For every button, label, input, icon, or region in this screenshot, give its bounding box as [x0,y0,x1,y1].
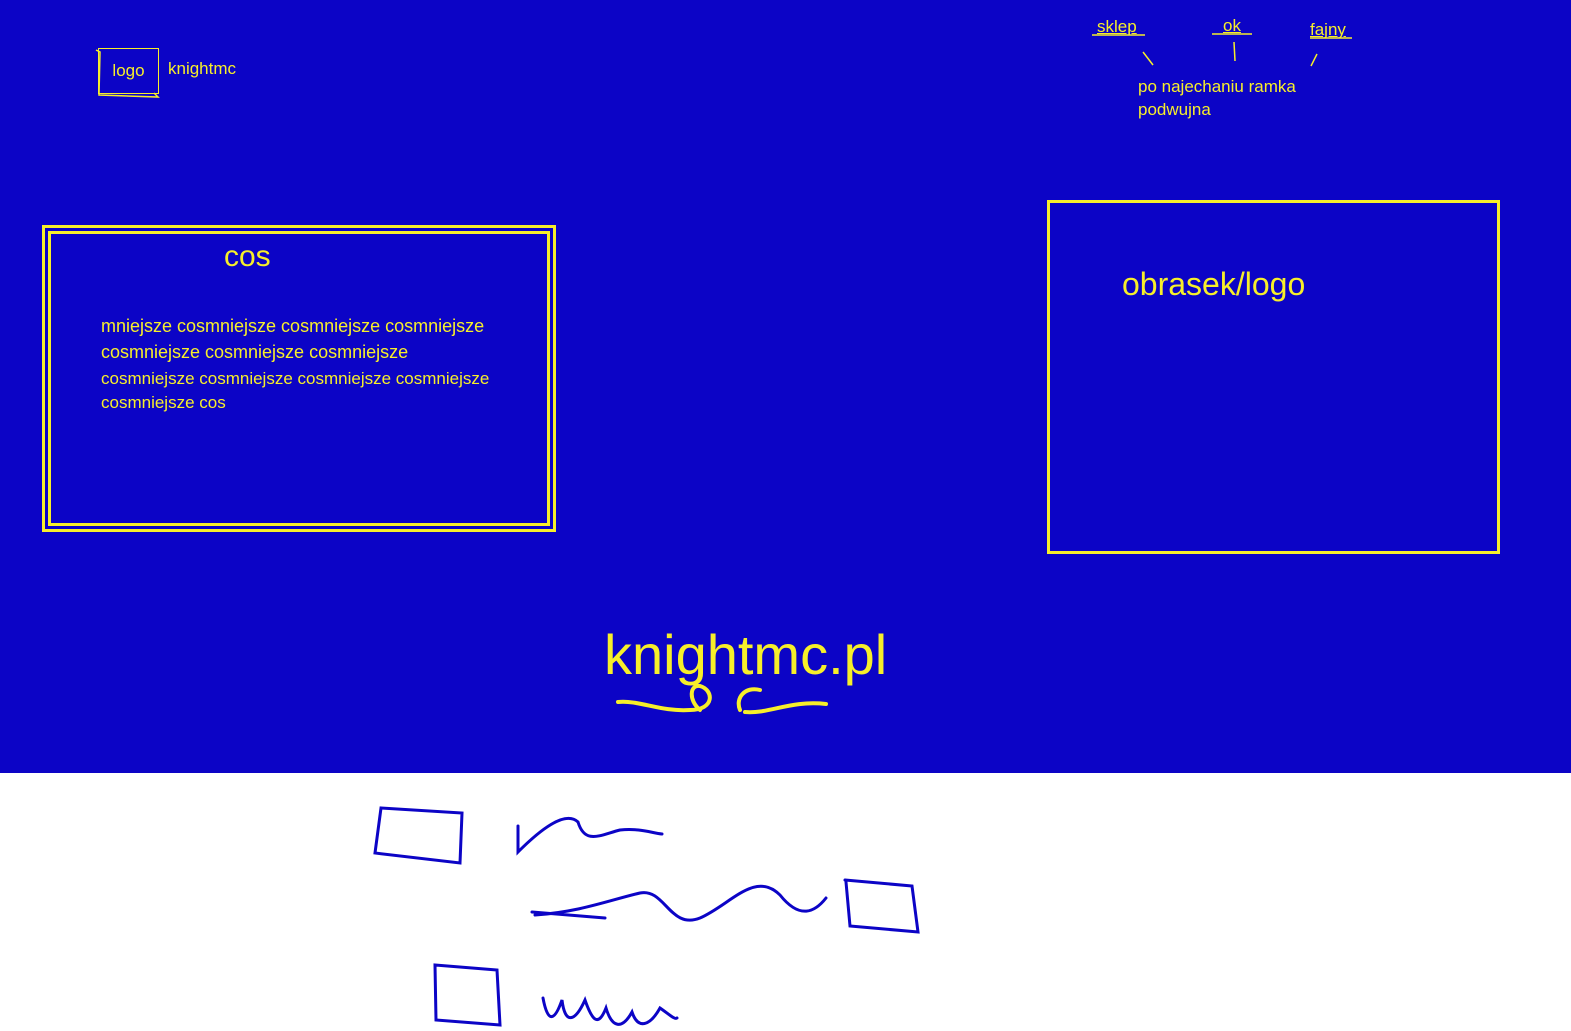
brand-name: knightmc [168,59,237,78]
sketch-wave-icon [530,884,828,922]
sketch-wave-icon [541,995,679,1026]
hover-note-line2: podwujna [1138,100,1211,119]
sketch-box-icon [373,806,464,865]
card-text: mniejsze cosmniejsze cosmniejsze cosmnie… [101,313,511,365]
card-text-line1: mniejsze cosmniejsze cosmniejsze cosmnie… [101,316,485,336]
hover-note: po najechaniu ramka podwujna [1138,75,1338,121]
content-card [42,225,556,532]
logo-box[interactable]: logo [98,48,159,94]
card-text-line2: cosmniejsze cosmniejsze cosmniejsze [101,342,409,362]
nav-link-fajny[interactable]: fajny [1310,20,1346,39]
sketch-box-icon [843,878,920,934]
card-text-line4: cosmniejsze cos [101,393,226,412]
card-text-small: cosmniejsze cosmniejsze cosmniejsze cosm… [101,367,511,415]
image-box [1047,200,1500,554]
hero-section [0,0,1571,773]
site-title: knightmc.pl [604,623,888,686]
sketch-wave-icon [516,816,664,856]
image-box-label: obrasek/logo [1122,266,1306,302]
card-text-line3: cosmniejsze cosmniejsze cosmniejsze cosm… [101,369,490,388]
hover-note-line1: po najechaniu ramka [1138,77,1296,96]
nav-link-sklep[interactable]: sklep [1097,17,1137,36]
card-title: cos [224,240,271,273]
wireframe-sketch [373,806,920,1027]
nav-link-ok[interactable]: ok [1223,16,1241,35]
sketch-box-icon [433,963,502,1027]
logo-label: logo [112,61,145,80]
